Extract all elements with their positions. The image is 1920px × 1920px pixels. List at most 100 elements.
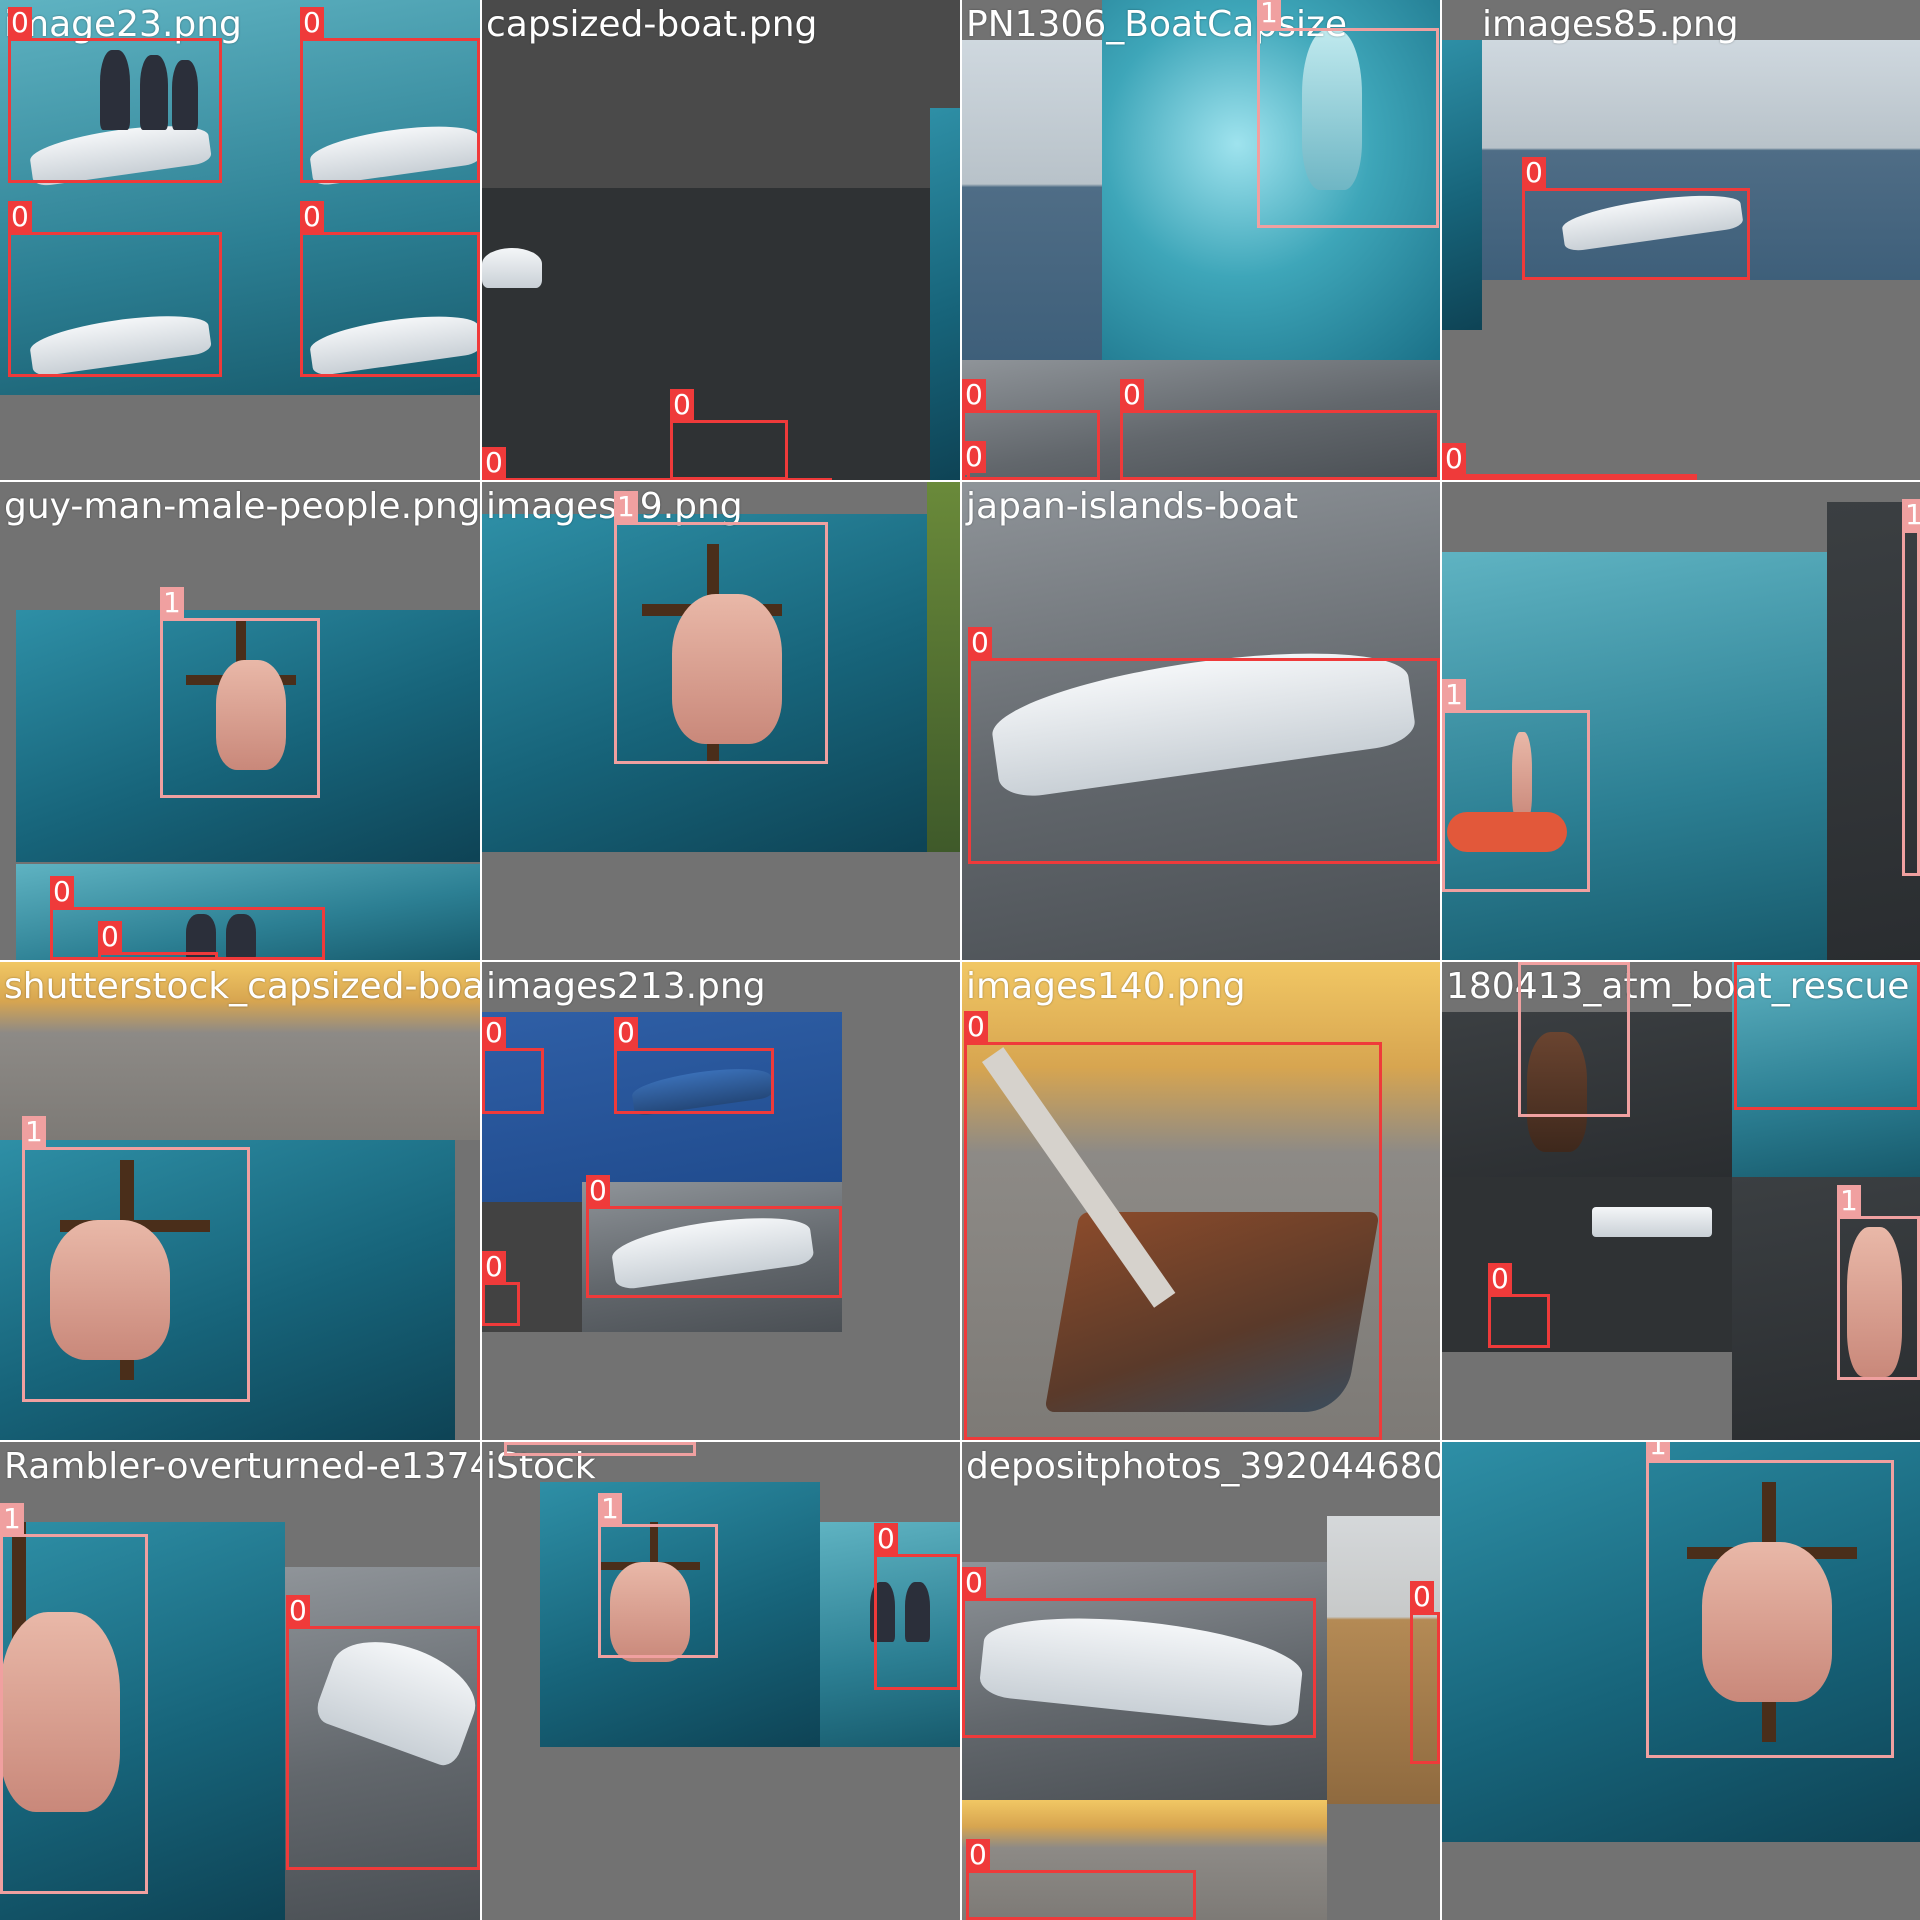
photo-hand-cross <box>482 514 927 852</box>
detection-box-class-0: 0 <box>1522 157 1750 280</box>
class-label: 0 <box>1488 1263 1512 1295</box>
detection-box-class-0: 0 <box>1488 1263 1550 1348</box>
tile-image23: image23.png 0 0 0 0 <box>0 0 480 480</box>
detection-box-class-0: 0 <box>670 389 788 480</box>
class-label: 0 <box>98 921 122 953</box>
class-label: 0 <box>482 1251 506 1283</box>
detection-box-class-0: 0 <box>962 1567 1316 1738</box>
class-label: 1 <box>22 1116 46 1148</box>
photo-hand-cross <box>0 1140 455 1440</box>
photo-shore <box>927 482 960 852</box>
class-label: 0 <box>300 201 324 233</box>
detection-box-class-0: 0 <box>874 1523 960 1690</box>
photo-capsized-boat-people <box>0 0 480 395</box>
photo-sunken-yacht <box>1482 40 1920 280</box>
class-label: 1 <box>1646 1442 1670 1461</box>
class-label: 0 <box>962 379 986 411</box>
tile-capsized-boat: capsized-boat.png 0 0 <box>482 0 960 480</box>
class-label: 0 <box>482 447 506 479</box>
detection-box-class-1: 1 <box>160 587 320 798</box>
class-label: 0 <box>8 201 32 233</box>
detection-box-class-0: 0 <box>482 447 832 480</box>
class-label: 0 <box>874 1523 898 1555</box>
photo-beach <box>1327 1516 1440 1804</box>
tile-shutterstock: shutterstock_capsized-boat 1 <box>0 962 480 1440</box>
tile-title: guy-man-male-people.png <box>4 486 480 527</box>
detection-box-class-0: 0 <box>964 1011 1382 1440</box>
photo-rescue-ship <box>1442 1177 1732 1352</box>
photo-people-strip <box>16 864 480 960</box>
class-label: 1 <box>1442 679 1466 711</box>
photo-bright-sea <box>1732 962 1920 1177</box>
tile-atm-boat-rescue: 180413_atm_boat_rescue 1 0 0 1 <box>1442 962 1920 1440</box>
photo-hand-lifebuoy <box>1442 552 1827 960</box>
detection-box-class-0: 0 <box>1442 443 1697 480</box>
class-label: 0 <box>286 1595 310 1627</box>
tile-pn1306: PN1306_BoatCapsize 1 0 0 0 <box>962 0 1440 480</box>
tile-title: capsized-boat.png <box>486 4 818 45</box>
photo-hand-dark-sea <box>1442 1012 1732 1177</box>
detection-box-class-0: 0 <box>962 441 986 480</box>
detection-box-class-0: 0 <box>586 1175 842 1298</box>
class-label: 0 <box>300 7 324 39</box>
class-label: 0 <box>8 7 32 39</box>
detection-box-class-1: 1 <box>1837 1185 1920 1380</box>
class-label: 0 <box>670 389 694 421</box>
photo-sunset <box>962 1800 1327 1920</box>
photo-shipwreck <box>962 962 1440 1440</box>
tile-images85: images85.png 0 0 <box>1442 0 1920 480</box>
tile-images09: images09.png 1 <box>482 482 960 960</box>
class-label: 0 <box>1522 157 1546 189</box>
tile-title: images140.png <box>966 966 1246 1007</box>
class-label: 0 <box>968 627 992 659</box>
class-label: 1 <box>598 1493 622 1525</box>
class-label: 0 <box>962 1567 986 1599</box>
photo-overturned-hull <box>962 1562 1327 1800</box>
tile-title: PN1306_BoatCapsize <box>966 4 1348 45</box>
tile-images213: images213.png 0 0 0 0 <box>482 962 960 1440</box>
detection-box-class-0: 0 <box>962 379 1100 480</box>
class-label: 0 <box>614 1017 638 1049</box>
detection-box-class-1: 1 <box>1518 962 1630 1117</box>
detection-box-class-0: 0 <box>968 627 1440 864</box>
class-label: 0 <box>966 1839 990 1871</box>
photo-strip <box>930 108 960 480</box>
class-label: 0 <box>1442 443 1466 475</box>
class-label: 0 <box>1410 1581 1434 1613</box>
tile-title: japan-islands-boat <box>966 486 1299 527</box>
detection-box-class-0: 0 <box>8 7 222 183</box>
detection-box-class-0: 0 <box>1734 962 1920 1110</box>
class-label: 1 <box>504 1442 528 1443</box>
class-label: 1 <box>1518 962 1542 963</box>
photo-hand-cross <box>0 1522 285 1920</box>
class-label: 0 <box>482 1017 506 1049</box>
detection-box-class-0: 0 <box>300 201 480 377</box>
detection-box-class-1: 1 <box>1646 1442 1894 1758</box>
photo-hand-dark-sea <box>1732 1177 1920 1440</box>
class-label: 1 <box>1257 0 1281 29</box>
photo-golden-sea <box>0 962 480 1140</box>
detection-box-class-0: 0 <box>482 1251 520 1326</box>
tile-japan-islands: japan-islands-boat 0 <box>962 482 1440 960</box>
class-label: 1 <box>1902 499 1920 531</box>
photo-night-sea <box>482 188 960 480</box>
detection-box-class-1: 1 <box>0 1503 148 1894</box>
detection-box-class-0: 0 <box>8 201 222 377</box>
class-label: 0 <box>1120 379 1144 411</box>
detection-box-class-0: 0 <box>286 1595 480 1870</box>
photo-buildings <box>962 40 1102 360</box>
photo-overturned-hull <box>962 482 1440 960</box>
tile-title: Rambler-overturned-e137436 <box>4 1446 480 1487</box>
photo-hand-cross <box>1442 1442 1920 1842</box>
detection-box-class-1: 1 <box>1902 499 1920 876</box>
detection-box-class-0: 0 <box>966 1839 1196 1920</box>
photo-strip <box>1442 40 1482 330</box>
detection-box-class-0: 0 <box>1120 379 1440 480</box>
photo-underwater-hand <box>1102 0 1440 360</box>
detection-box-class-0: 0 <box>614 1017 774 1114</box>
class-label: 1 <box>0 1503 24 1535</box>
detection-box-class-1: 1 <box>22 1116 250 1402</box>
tile-istock: iStock 1 1 0 <box>482 1442 960 1920</box>
detection-box-class-0: 0 <box>98 921 218 960</box>
